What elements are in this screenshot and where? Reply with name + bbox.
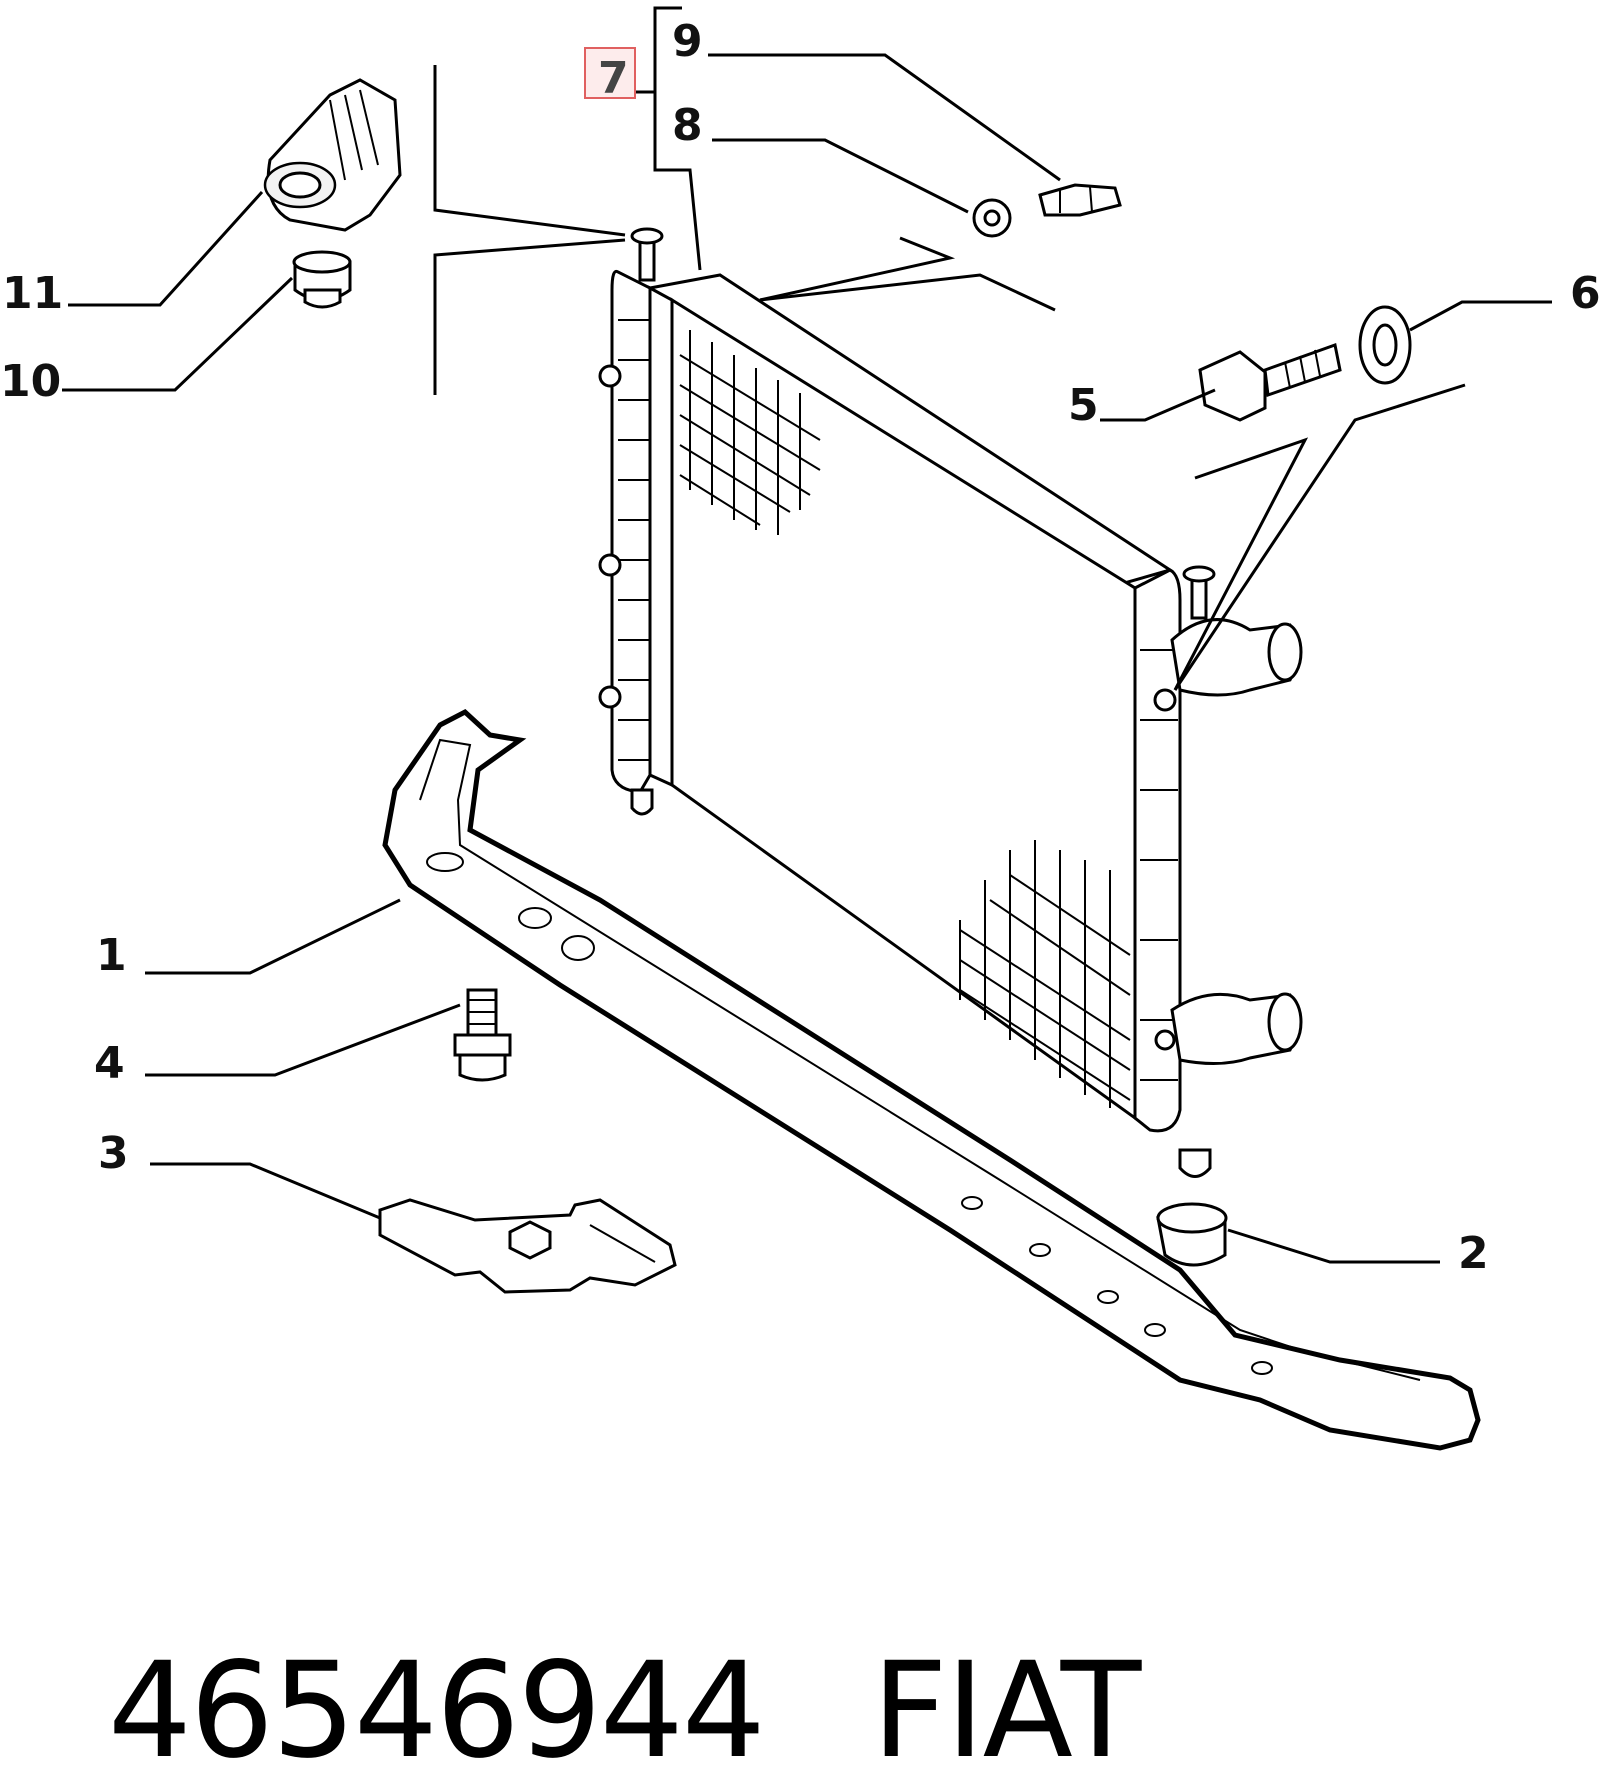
- lower-crossmember: [382, 708, 1481, 1451]
- threaded-stud: [453, 988, 512, 1082]
- grommet-bottom: [1156, 1202, 1228, 1267]
- callout-2: 2: [1458, 1228, 1489, 1279]
- mounting-bracket: [263, 78, 402, 232]
- callout-4: 4: [94, 1038, 125, 1089]
- brand-name: FIAT: [871, 1634, 1142, 1788]
- callout-labels: 7 9 8 11 10 6 5 1 4 3 2: [0, 16, 1601, 1279]
- leader-lines: [62, 6, 1552, 1264]
- bolt: [1198, 343, 1342, 422]
- part-caption: 46546944 FIAT: [28, 1480, 1142, 1788]
- callout-3: 3: [98, 1128, 129, 1179]
- callout-9: 9: [672, 16, 703, 67]
- callout-5: 5: [1068, 380, 1099, 431]
- callout-7-highlight: [584, 47, 636, 99]
- callout-10: 10: [0, 356, 61, 407]
- callout-11: 11: [2, 268, 63, 319]
- lock-washer: [1358, 305, 1412, 385]
- grommet-top: [292, 250, 352, 309]
- callout-1: 1: [96, 930, 127, 981]
- callout-8: 8: [672, 100, 703, 151]
- mounting-plate: [378, 1198, 677, 1294]
- part-number: 46546944: [107, 1634, 766, 1788]
- callout-7: 7: [598, 53, 629, 104]
- washer: [972, 198, 1012, 238]
- radiator: [598, 227, 1303, 1178]
- radiator-exploded-diagram: 7 9 8 11 10 6 5 1 4 3 2: [0, 6, 1601, 1451]
- callout-6: 6: [1570, 268, 1601, 319]
- bleed-screw: [1038, 183, 1122, 217]
